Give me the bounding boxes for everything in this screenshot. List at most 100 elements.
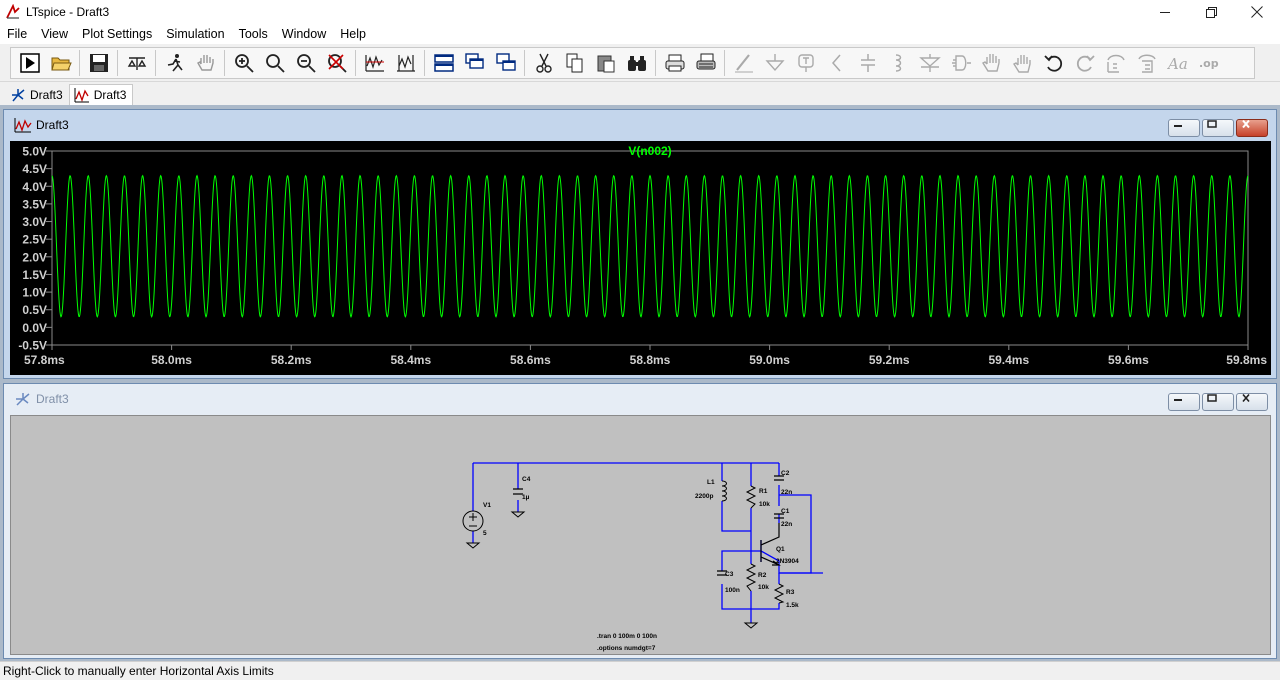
undo-button[interactable]: [1038, 49, 1069, 77]
capacitor-icon: [860, 54, 875, 72]
control-panel-button[interactable]: [121, 49, 152, 77]
waveform-close-button[interactable]: [1236, 119, 1268, 137]
component-button[interactable]: [945, 49, 976, 77]
close-button[interactable]: [1234, 0, 1280, 24]
zoom-in-icon: [234, 54, 254, 73]
capacitor-button[interactable]: [852, 49, 883, 77]
window-title: LTspice - Draft3: [26, 5, 110, 19]
halt-button[interactable]: [159, 49, 190, 77]
menu-window[interactable]: Window: [281, 27, 327, 41]
minimize-button[interactable]: [1142, 0, 1188, 24]
resistor-button[interactable]: [821, 49, 852, 77]
tile-windows-icon: [495, 53, 516, 71]
tile-horizontal-button[interactable]: [428, 49, 459, 77]
paste-button[interactable]: [590, 49, 621, 77]
open-icon: [50, 57, 72, 71]
redo-button[interactable]: [1069, 49, 1100, 77]
schematic-window-title-bar: Draft3: [4, 384, 1276, 414]
rotate-icon: [1106, 54, 1125, 73]
cascade-button[interactable]: [459, 49, 490, 77]
ground-symbols: [465, 511, 759, 629]
waveform-minimize-button[interactable]: [1168, 119, 1200, 137]
menu-help[interactable]: Help: [340, 27, 366, 41]
label-button[interactable]: [790, 49, 821, 77]
plot-icon: [74, 88, 89, 103]
cut-button[interactable]: [528, 49, 559, 77]
print-button[interactable]: [659, 49, 690, 77]
schematic-minimize-button[interactable]: [1168, 393, 1200, 411]
inductor-button[interactable]: [883, 49, 914, 77]
schematic-close-button[interactable]: [1236, 393, 1268, 411]
x-tick-label: 58.4ms: [390, 353, 431, 367]
r3-value: 1.5k: [786, 602, 799, 609]
waveform-maximize-button[interactable]: [1202, 119, 1234, 137]
zoom-out-button[interactable]: [290, 49, 321, 77]
c3-capacitor: [717, 570, 727, 576]
close-icon: [1251, 6, 1263, 18]
menu-tools[interactable]: Tools: [238, 27, 268, 41]
menu-file[interactable]: File: [7, 27, 28, 41]
tab-schematic[interactable]: Draft3: [6, 84, 69, 105]
ground-button[interactable]: [759, 49, 790, 77]
tab-plot[interactable]: Draft3: [68, 84, 134, 105]
waveform-window-title-bar: Draft3: [4, 110, 1276, 140]
halt-icon: [167, 54, 183, 72]
mirror-button[interactable]: [1131, 49, 1162, 77]
fit-button[interactable]: [390, 49, 421, 77]
menu-bar: File View Plot Settings Simulation Tools…: [0, 24, 1280, 44]
schematic-maximize-button[interactable]: [1202, 393, 1234, 411]
v1-value: 5: [483, 530, 487, 537]
open-button[interactable]: [45, 49, 76, 77]
control-panel-icon: [127, 57, 146, 70]
move-icon: [981, 54, 1000, 72]
tile-windows-button[interactable]: [490, 49, 521, 77]
zoom-out-icon: [296, 54, 316, 73]
restore-icon: [1205, 6, 1217, 18]
tab-plot-label: Draft3: [93, 88, 127, 102]
run-button[interactable]: [14, 49, 45, 77]
diode-button[interactable]: [914, 49, 945, 77]
tile-horizontal-icon: [433, 54, 454, 72]
wire-button[interactable]: [728, 49, 759, 77]
menu-plot-settings[interactable]: Plot Settings: [82, 27, 153, 41]
zoom-cancel-button[interactable]: [321, 49, 352, 77]
autorange-button[interactable]: [359, 49, 390, 77]
menu-simulation[interactable]: Simulation: [166, 27, 225, 41]
v1-source: [462, 510, 484, 532]
svg-text:.op: .op: [1199, 57, 1219, 70]
y-tick-label: 1.0V: [22, 286, 47, 300]
move-button[interactable]: [976, 49, 1007, 77]
x-tick-label: 59.0ms: [749, 353, 790, 367]
print-icon: [665, 54, 684, 72]
close-icon: [1242, 120, 1250, 129]
spice-directive-button[interactable]: .op: [1193, 49, 1224, 77]
schematic-window: Draft3: [3, 383, 1277, 659]
zoom-in-button[interactable]: [228, 49, 259, 77]
status-text: Right-Click to manually enter Horizontal…: [3, 664, 274, 678]
text-button[interactable]: Aa: [1162, 49, 1193, 77]
mirror-icon: [1137, 54, 1156, 73]
schematic-canvas[interactable]: V1 5 C4 1µ L1 2200p R1 10k C2 22n C1 22n…: [10, 415, 1271, 655]
pan-button[interactable]: [190, 49, 221, 77]
print-setup-button[interactable]: [690, 49, 721, 77]
rotate-button[interactable]: [1100, 49, 1131, 77]
restore-icon: [1207, 120, 1217, 128]
save-button[interactable]: [83, 49, 114, 77]
label-icon: [797, 54, 814, 72]
menu-view[interactable]: View: [41, 27, 69, 41]
c3-name: C3: [725, 571, 734, 578]
diode-icon: [918, 54, 941, 72]
drag-button[interactable]: [1007, 49, 1038, 77]
r1-resistor: [745, 485, 757, 509]
q1-name: Q1: [776, 546, 785, 553]
trace-name: V(n002): [628, 144, 671, 158]
restore-button[interactable]: [1188, 0, 1234, 24]
zoom-area-button[interactable]: [259, 49, 290, 77]
find-button[interactable]: [621, 49, 652, 77]
svg-text:Aa: Aa: [1167, 55, 1188, 73]
r3-name: R3: [786, 589, 795, 596]
x-tick-label: 58.6ms: [510, 353, 551, 367]
copy-button[interactable]: [559, 49, 590, 77]
y-tick-label: 4.5V: [22, 162, 47, 176]
